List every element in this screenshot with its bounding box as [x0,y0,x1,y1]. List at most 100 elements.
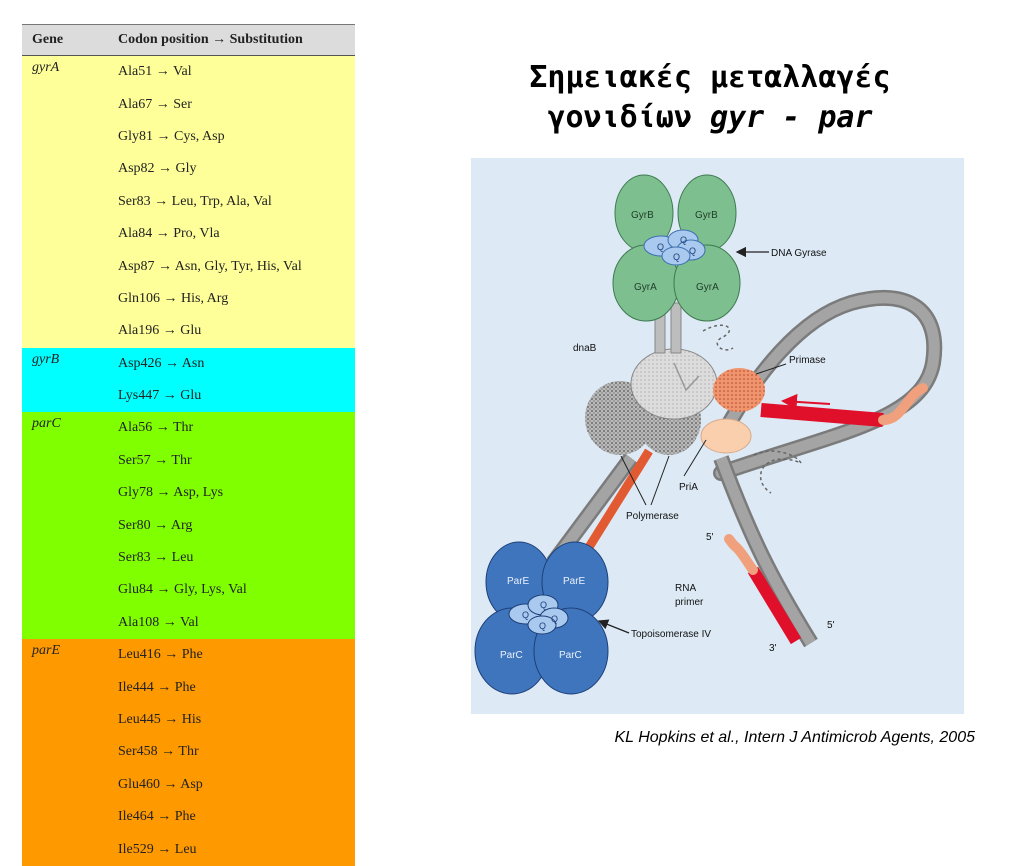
gene-cell [22,217,118,251]
primase-pointer [755,363,787,375]
gene-cell: parC [22,412,118,445]
table-row: Ser80 → Arg [22,509,355,542]
polymerase-pointer-1 [620,455,647,506]
dnaB-helicase [630,348,718,420]
label-topo-q-1: Q [522,610,529,620]
label-3prime: 3' [769,643,777,654]
gene-cell [22,444,118,478]
gene-cell [22,736,118,769]
substitution-cell: Ser83 → Leu [118,541,355,575]
gene-cell [22,250,118,283]
gene-cell [22,833,118,866]
substitution-cell: Lys447 → Glu [118,379,355,413]
table-row: Ser458 → Thr [22,736,355,769]
label-dnab: dnaB [573,343,597,354]
gene-cell [22,606,118,640]
header-substitution: Codon position → Substitution [118,24,355,56]
label-5prime-right: 5' [827,620,835,631]
title-line-2-prefix: γονιδίων [547,100,710,135]
label-rna-primer-2: primer [675,597,704,608]
substitution-cell: Ala51 → Val [118,55,355,89]
table-row: Ile444 → Phe [22,671,355,704]
label-topoisomerase: Topoisomerase IV [631,629,711,640]
gene-cell [22,671,118,704]
substitution-cell: Gly81 → Cys, Asp [118,120,355,154]
title-line-2-italic: gyr - par [710,100,873,135]
direction-arrow [781,393,831,410]
polymerase-pointer-2 [650,455,670,506]
substitution-cell: Glu460 → Asp [118,768,355,801]
substitution-cell: Ala67 → Ser [118,88,355,121]
table-row: Gln106 → His, Arg [22,282,355,316]
label-gyra-left: GyrA [634,282,657,293]
gene-cell [22,768,118,801]
gene-cell [22,509,118,542]
gene-cell [22,379,118,413]
substitution-cell: Ser57 → Thr [118,444,355,478]
pria [700,418,752,454]
substitution-cell: Asp87 → Asn, Gly, Tyr, His, Val [118,250,355,283]
label-pare-right: ParE [563,576,586,587]
substitution-cell: Asp426 → Asn [118,347,355,380]
gene-cell [22,88,118,121]
rna-primer-top [878,383,928,425]
gene-cell [22,185,118,218]
title-line-2: γονιδίων gyr - par [470,98,950,138]
gyrase-stalk-right [670,302,682,354]
label-5prime-top: 5' [706,532,714,543]
substitution-cell: Gly78 → Asp, Lys [118,477,355,510]
label-gyra-right: GyrA [696,282,719,293]
topoisomerase-complex [474,541,609,695]
label-topo-q-4: Q [539,621,546,631]
substitution-cell: Ala56 → Thr [118,412,355,445]
gene-cell [22,282,118,316]
table-row: Leu445 → His [22,703,355,737]
table-row: Ala67 → Ser [22,88,355,121]
table-row: Gly81 → Cys, Asp [22,120,355,154]
gene-cell [22,477,118,510]
header-gene: Gene [22,24,118,56]
substitution-cell: Glu84 → Gly, Lys, Val [118,574,355,607]
substitution-cell: Ile464 → Phe [118,800,355,834]
primase [713,368,765,412]
substitution-cell: Leu445 → His [118,703,355,737]
table-row: Ile464 → Phe [22,800,355,834]
table-row: Ala108 → Val [22,606,355,640]
table-row: Ala84 → Pro, Vla [22,217,355,251]
label-rna-primer-1: RNA [675,583,696,594]
label-dna-gyrase: DNA Gyrase [771,248,827,259]
table-row: Asp82 → Gly [22,153,355,186]
substitution-cell: Ala84 → Pro, Vla [118,217,355,251]
substitution-cell: Ile529 → Leu [118,833,355,866]
label-gyrase-q-3: Q [689,246,696,256]
substitution-cell: Ser458 → Thr [118,736,355,769]
dna-gyrase-complex [612,174,741,322]
table-row: Ser57 → Thr [22,444,355,478]
replication-fork-diagram: GyrB GyrB GyrA GyrA Q Q Q Q DNA Gyrase d… [471,158,964,714]
table-row: Asp87 → Asn, Gly, Tyr, His, Val [22,250,355,283]
substitution-cell: Ser83 → Leu, Trp, Ala, Val [118,185,355,218]
label-primase: Primase [789,355,826,366]
label-topo-q-2: Q [540,600,547,610]
pria-pointer [683,439,707,477]
gyrase-q-4 [661,246,691,266]
label-gyrb-left: GyrB [631,210,654,221]
topo-q-4 [527,615,557,635]
topo-pointer [597,619,630,634]
gyra-right-subunit [673,244,741,322]
table-row: Glu84 → Gly, Lys, Val [22,574,355,607]
gene-cell [22,315,118,348]
substitution-cell: Ala108 → Val [118,606,355,640]
citation: KL Hopkins et al., Intern J Antimicrob A… [614,729,976,746]
label-gyrase-q-2: Q [680,235,687,245]
gene-cell: gyrA [22,55,118,89]
title-line-1: Σημειακές μεταλλαγές [529,60,891,95]
label-parc-right: ParC [559,650,582,661]
substitution-cell: Ala196 → Glu [118,315,355,348]
gene-cell [22,153,118,186]
gene-cell [22,120,118,154]
